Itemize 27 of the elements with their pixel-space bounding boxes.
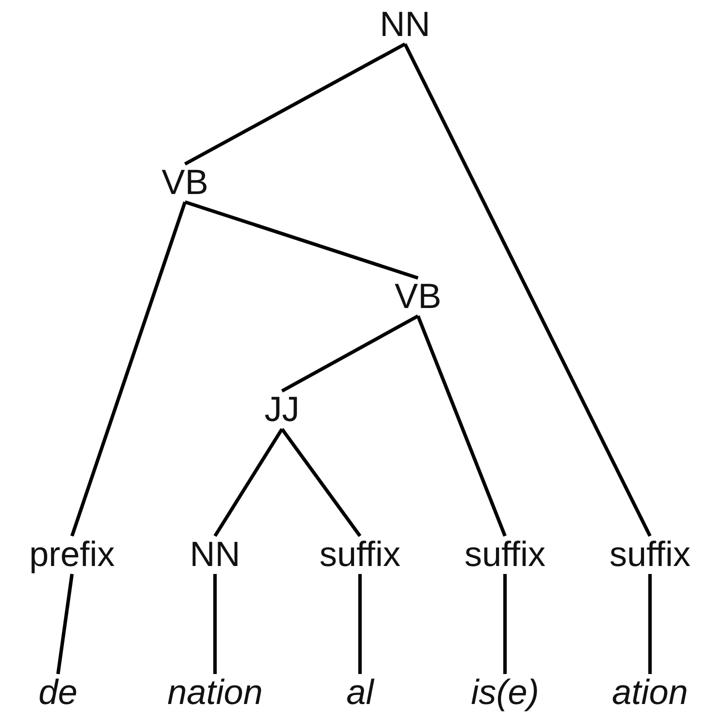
morpheme-word: de [38,674,78,712]
morpheme-type-label: suffix [319,536,401,574]
morpheme-type-label: suffix [464,536,546,574]
category-label: VB [162,164,208,202]
tree-branch-line [70,201,187,537]
tree-branch-line [214,428,284,537]
morpheme-word: nation [167,674,263,712]
tree-branch-line [416,315,507,537]
morpheme-word: al [346,674,374,712]
tree-branch-line [281,314,419,393]
category-label: VB [394,278,442,316]
tree-branch-line [184,42,406,166]
category-label: NN [380,6,430,44]
morpheme-type-label: suffix [609,536,691,574]
category-label: JJ [264,391,300,429]
morpheme-word: is(e) [470,674,540,712]
tree-branch-line [503,574,507,674]
category-label: NN [190,536,240,574]
tree-branch-line [648,574,652,674]
tree-branch-line [403,43,652,537]
tree-branch-line [280,428,362,538]
tree-branch-line [56,574,74,674]
tree-branch-line [213,574,217,674]
morpheme-word: ation [612,674,688,712]
tree-branch-line [184,200,419,280]
morpheme-type-label: prefix [29,536,115,574]
tree-branch-line [358,574,362,674]
